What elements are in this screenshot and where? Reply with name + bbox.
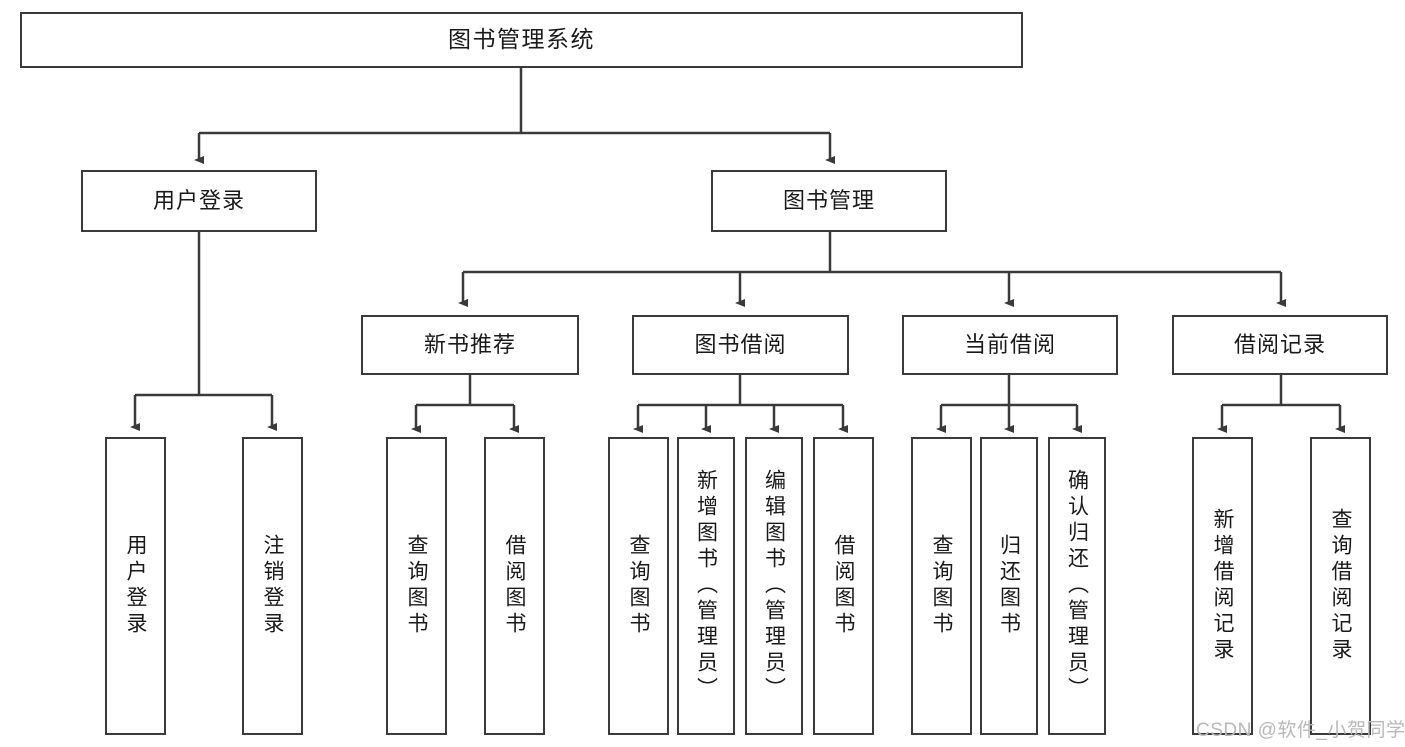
node-label: 查询图书 <box>405 534 428 638</box>
leaf-query-book-recommend[interactable]: 查询图书 <box>386 437 447 735</box>
node-label: 新增借阅记录 <box>1211 508 1234 664</box>
leaf-logout[interactable]: 注销登录 <box>242 437 303 735</box>
csdn-watermark: CSDN @软件_小贺同学 <box>1196 720 1405 741</box>
node-root-book-management-system[interactable]: 图书管理系统 <box>20 12 1023 68</box>
node-label: 新书推荐 <box>423 331 516 357</box>
node-label: 编辑图书（管理员） <box>762 469 786 703</box>
node-label: 借阅记录 <box>1233 331 1326 357</box>
leaf-borrow-book[interactable]: 借阅图书 <box>813 437 874 735</box>
node-user-login[interactable]: 用户登录 <box>81 170 317 232</box>
node-label: 借阅图书 <box>503 534 526 638</box>
leaf-edit-book-admin[interactable]: 编辑图书（管理员） <box>745 437 803 735</box>
node-label: 当前借阅 <box>963 331 1056 357</box>
node-new-book-recommend[interactable]: 新书推荐 <box>361 315 579 375</box>
node-label: 确认归还（管理员） <box>1065 469 1089 703</box>
node-label: 图书管理系统 <box>448 26 595 53</box>
node-current-borrow[interactable]: 当前借阅 <box>902 315 1118 375</box>
node-borrow-record[interactable]: 借阅记录 <box>1172 315 1388 375</box>
node-label: 查询图书 <box>930 534 953 638</box>
leaf-return-book[interactable]: 归还图书 <box>980 437 1038 735</box>
leaf-add-borrow-record[interactable]: 新增借阅记录 <box>1192 437 1253 735</box>
node-label: 用户登录 <box>152 187 245 213</box>
node-label: 借阅图书 <box>832 534 855 638</box>
leaf-query-book-borrow[interactable]: 查询图书 <box>608 437 669 735</box>
node-label: 用户登录 <box>124 534 147 638</box>
node-label: 查询借阅记录 <box>1329 508 1352 664</box>
leaf-user-login[interactable]: 用户登录 <box>105 437 166 735</box>
leaf-confirm-return-admin[interactable]: 确认归还（管理员） <box>1048 437 1106 735</box>
leaf-add-book-admin[interactable]: 新增图书（管理员） <box>677 437 735 735</box>
node-label: 归还图书 <box>997 534 1021 638</box>
node-book-management[interactable]: 图书管理 <box>711 170 947 232</box>
node-label: 注销登录 <box>261 534 284 638</box>
leaf-query-borrow-record[interactable]: 查询借阅记录 <box>1310 437 1371 735</box>
node-label: 查询图书 <box>627 534 650 638</box>
leaf-borrow-book-recommend[interactable]: 借阅图书 <box>484 437 545 735</box>
node-label: 图书借阅 <box>694 331 787 357</box>
node-label: 图书管理 <box>782 187 875 213</box>
leaf-query-book-current[interactable]: 查询图书 <box>911 437 972 735</box>
node-label: 新增图书（管理员） <box>694 469 718 703</box>
node-book-borrow[interactable]: 图书借阅 <box>632 315 849 375</box>
